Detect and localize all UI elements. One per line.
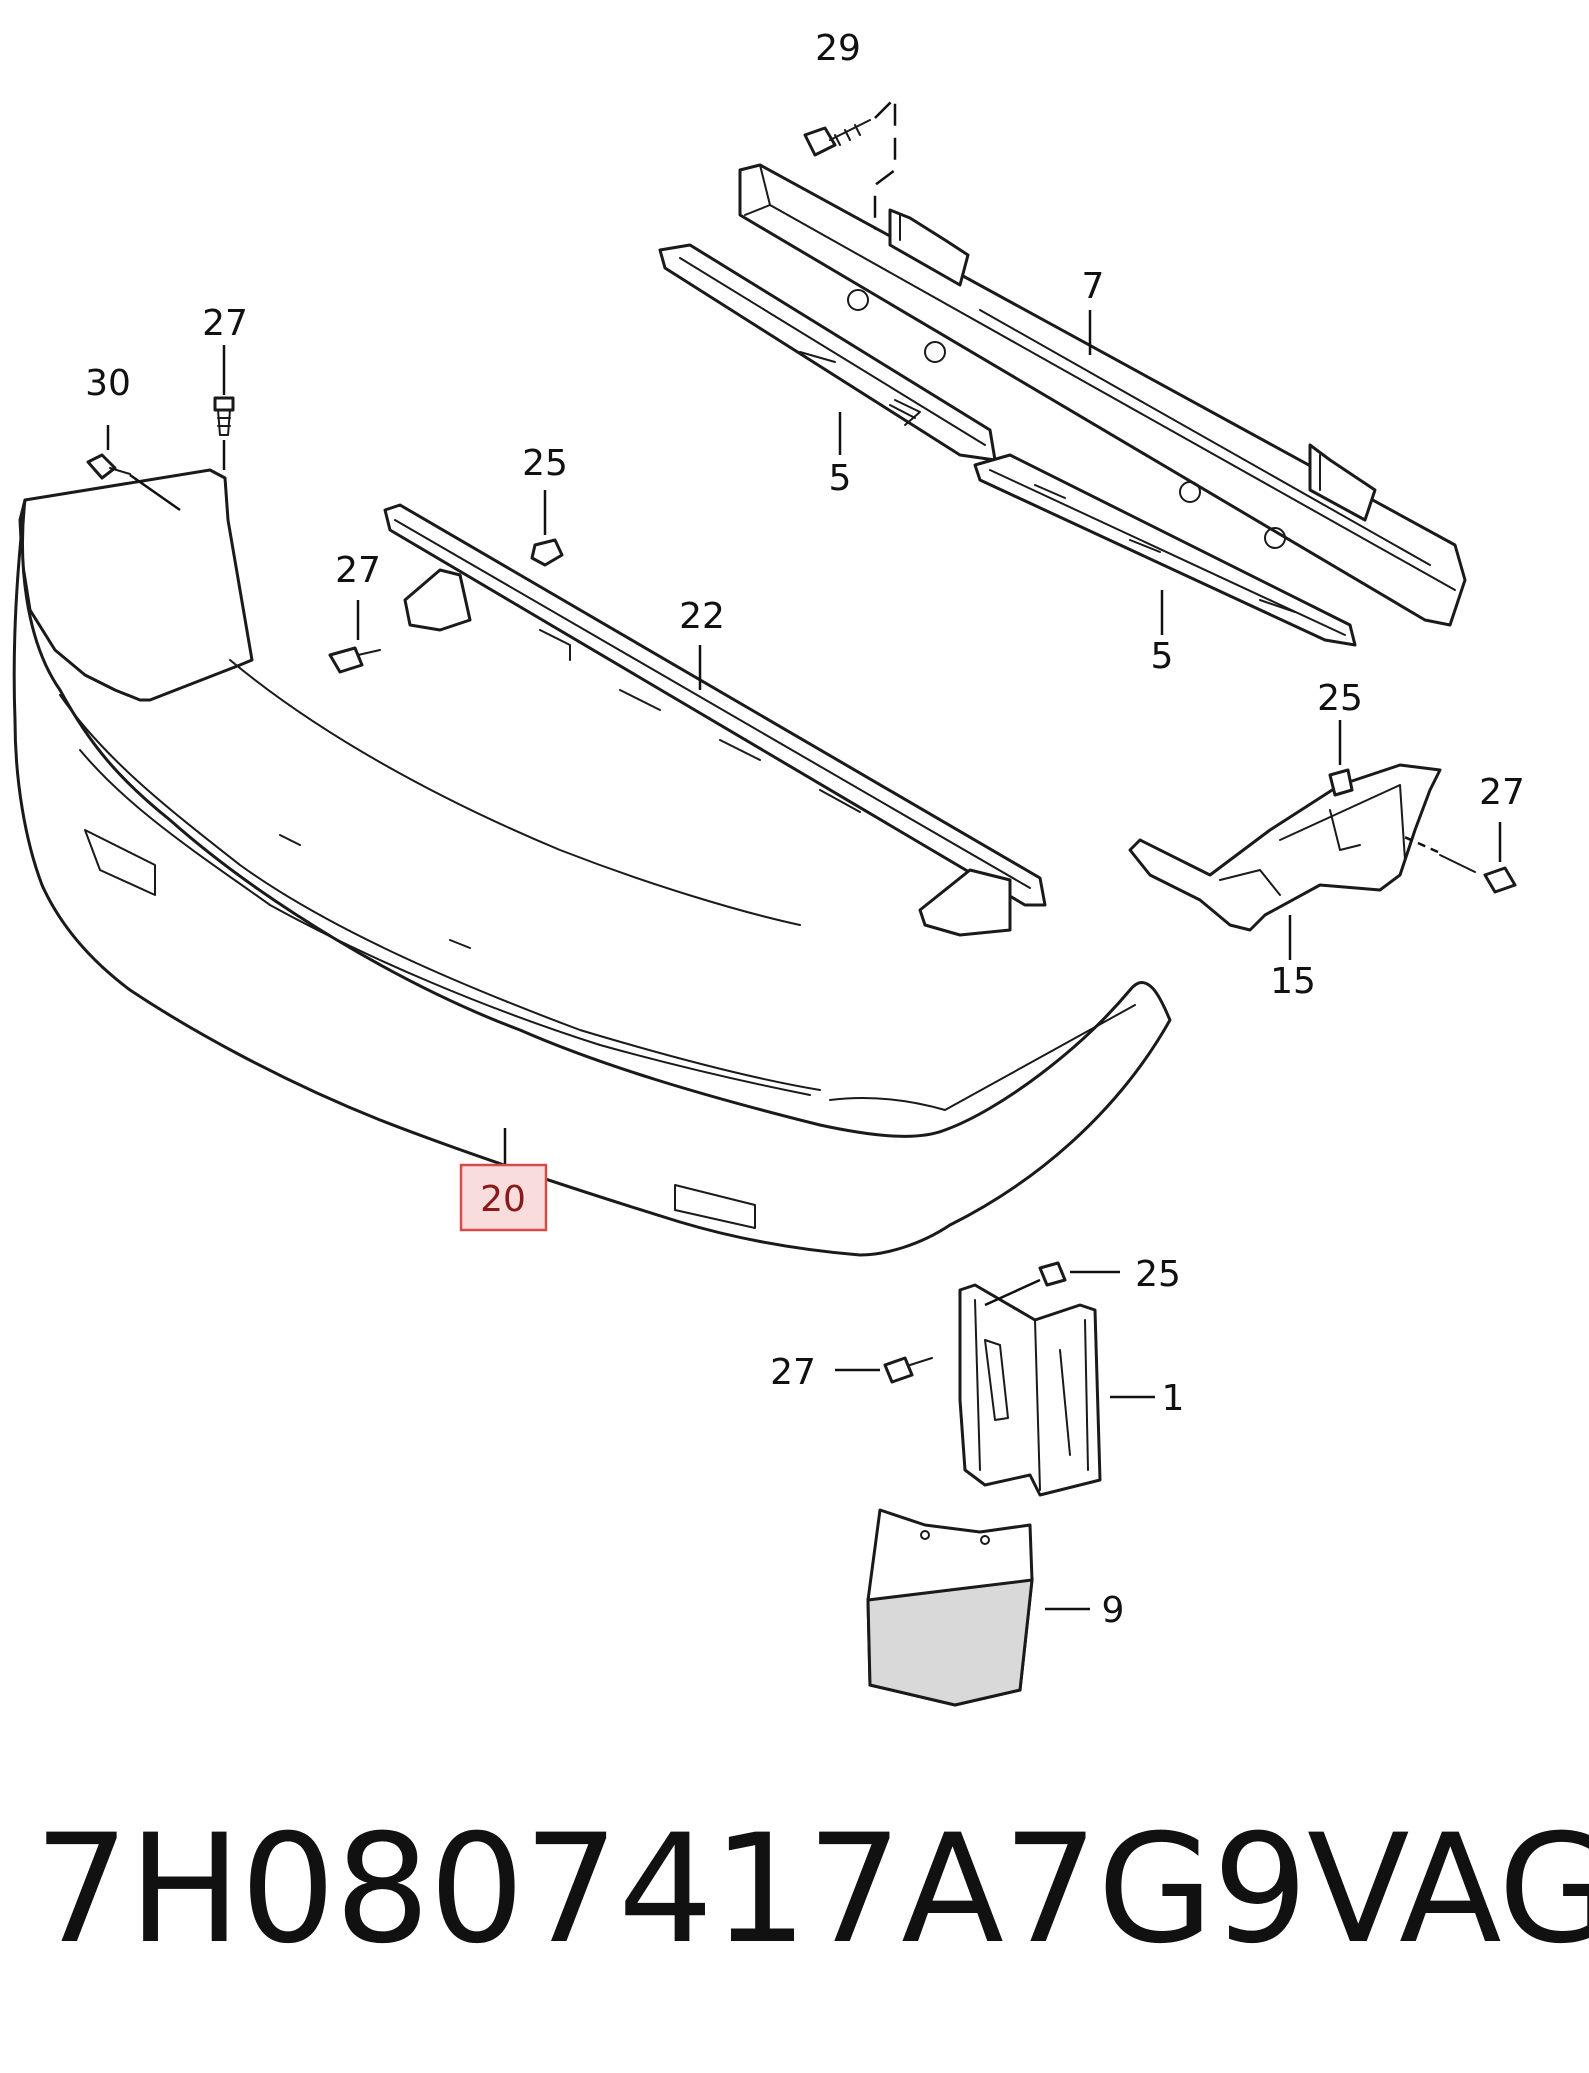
clip-27-right — [1399, 822, 1517, 894]
support-bracket-part-22 — [383, 503, 1047, 937]
bolt-30 — [86, 425, 181, 512]
callout-7: 7 — [1082, 266, 1105, 307]
callout-20-highlight: 20 — [459, 1163, 548, 1232]
callout-25-right: 25 — [1317, 678, 1363, 719]
callout-27-right: 27 — [1479, 772, 1525, 813]
reflector-part-9 — [866, 1508, 1034, 1707]
callout-27-top-left: 27 — [202, 303, 248, 344]
callout-29: 29 — [815, 28, 861, 69]
part-number: 7H0807417A7G9 — [34, 1803, 1308, 1977]
bolt-29 — [803, 94, 897, 230]
callout-25-lower: 25 — [1135, 1254, 1181, 1295]
callout-30: 30 — [85, 363, 131, 404]
part-caption: 7H0807417A7G9 VAG — [0, 1790, 1589, 1990]
bumper-cover-part-20 — [12, 468, 1172, 1257]
callout-22: 22 — [679, 596, 725, 637]
clip-25-lower — [984, 1261, 1120, 1307]
brand-name: VAG — [1307, 1803, 1589, 1977]
corner-bracket-part-1 — [958, 1283, 1102, 1497]
clip-27-middle-left — [328, 600, 381, 674]
callout-27-lower: 27 — [770, 1352, 816, 1393]
callout-5-lower: 5 — [1151, 636, 1174, 677]
trim-strip-part-5-lower — [973, 453, 1357, 647]
clip-27-top-left — [213, 345, 235, 470]
clip-25-upper — [530, 490, 564, 567]
callout-15: 15 — [1270, 961, 1316, 1002]
clip-27-lower — [835, 1356, 933, 1384]
callout-9: 9 — [1102, 1590, 1125, 1631]
side-bracket-part-15 — [1128, 763, 1442, 932]
callout-5-upper: 5 — [829, 458, 852, 499]
callout-20: 20 — [480, 1179, 526, 1220]
exploded-parts-diagram: 29 27 30 7 5 5 25 27 22 25 27 15 20 25 2… — [12, 28, 1525, 1707]
clip-25-right — [1328, 720, 1354, 797]
callout-1: 1 — [1162, 1378, 1185, 1419]
callout-27-middle-left: 27 — [335, 550, 381, 591]
callout-25-upper: 25 — [522, 443, 568, 484]
reinforcement-beam-part-7 — [738, 163, 1467, 627]
